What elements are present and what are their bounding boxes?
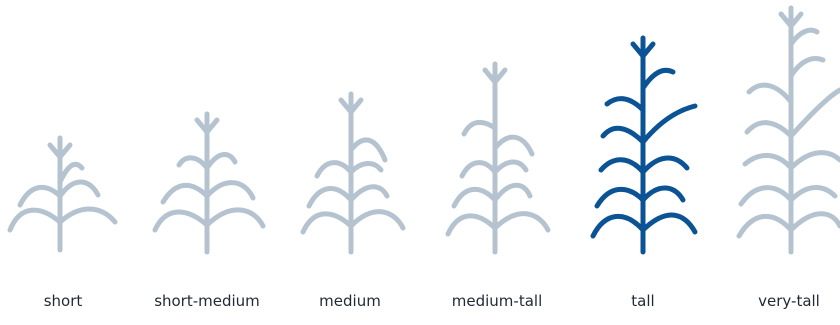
corn-plant-icon[interactable] bbox=[725, 0, 840, 260]
plant-label-short-medium: short-medium bbox=[154, 292, 260, 310]
plant-label-short: short bbox=[43, 292, 83, 310]
corn-plant-icon[interactable] bbox=[0, 0, 120, 260]
plant-label-medium-tall: medium-tall bbox=[451, 292, 543, 310]
plant-label-very-tall: very-tall bbox=[758, 292, 820, 310]
corn-plant-icon[interactable] bbox=[440, 0, 555, 260]
plant-label-medium: medium bbox=[319, 292, 381, 310]
plant-label-tall: tall bbox=[631, 292, 655, 310]
corn-plant-icon[interactable] bbox=[583, 0, 703, 260]
corn-plant-icon[interactable] bbox=[295, 0, 410, 260]
corn-plant-icon[interactable] bbox=[145, 0, 270, 260]
